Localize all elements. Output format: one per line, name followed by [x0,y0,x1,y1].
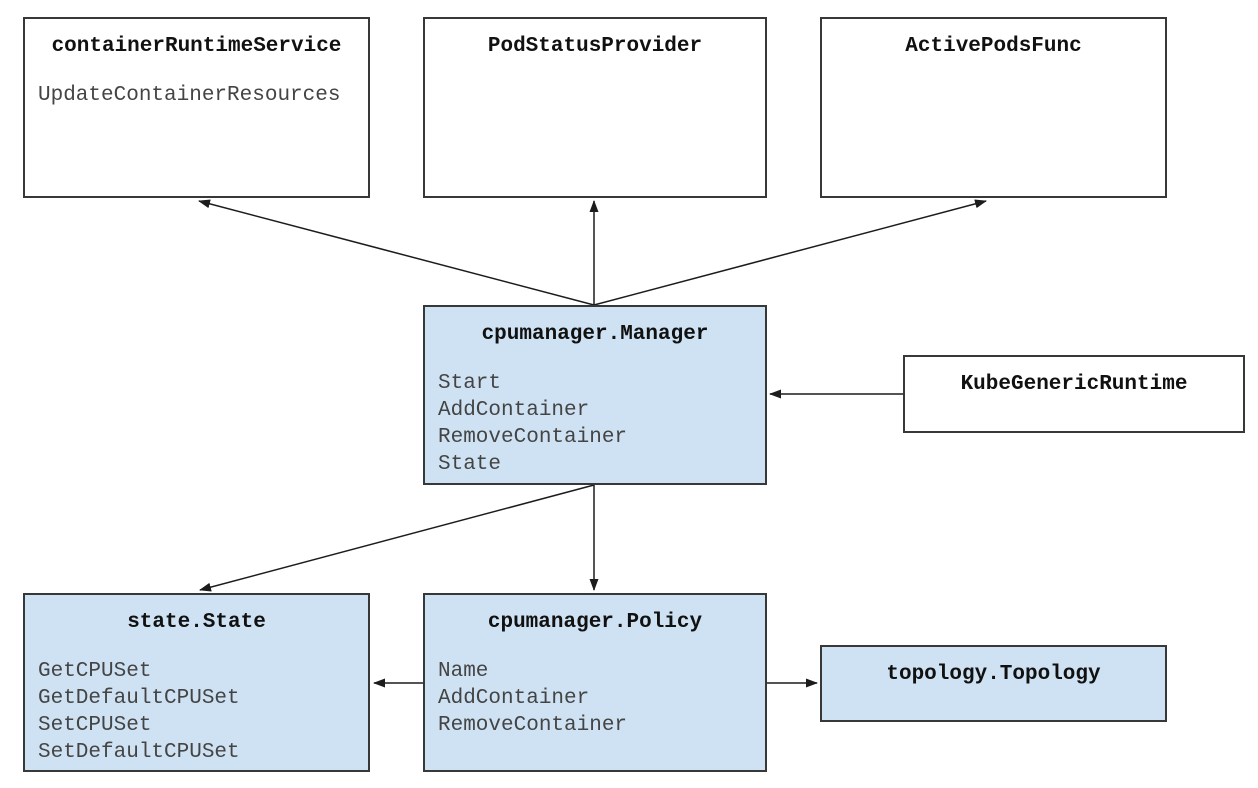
arrow-manager-to-container-runtime-service [198,199,595,306]
node-method: RemoveContainer [438,714,628,737]
node-title: cpumanager.Policy [487,611,703,634]
node-title: topology.Topology [886,663,1101,686]
arrow-manager-to-state [199,484,595,592]
node-methods: UpdateContainerResources [25,82,368,109]
node-title: cpumanager.Manager [481,323,709,346]
node-container-runtime-service: containerRuntimeService UpdateContainerR… [23,17,370,198]
node-topology-topology: topology.Topology [820,645,1167,722]
node-method: GetCPUSet [38,660,152,683]
node-title: containerRuntimeService [51,35,342,58]
node-method: AddContainer [438,687,590,710]
node-title: PodStatusProvider [487,35,703,58]
node-method: RemoveContainer [438,426,628,449]
node-method: AddContainer [438,399,590,422]
node-method: Start [438,372,502,395]
node-method: SetDefaultCPUSet [38,741,240,764]
node-title: KubeGenericRuntime [960,373,1188,396]
node-method: UpdateContainerResources [38,84,341,107]
node-active-pods-func: ActivePodsFunc [820,17,1167,198]
node-kube-generic-runtime: KubeGenericRuntime [903,355,1245,433]
arrow-manager-to-active-pods-func [593,199,987,306]
node-title: state.State [127,611,266,634]
node-title: ActivePodsFunc [905,35,1082,58]
node-pod-status-provider: PodStatusProvider [423,17,767,198]
node-method: SetCPUSet [38,714,152,737]
node-method: Name [438,660,489,683]
node-method: GetDefaultCPUSet [38,687,240,710]
node-method: State [438,453,502,476]
